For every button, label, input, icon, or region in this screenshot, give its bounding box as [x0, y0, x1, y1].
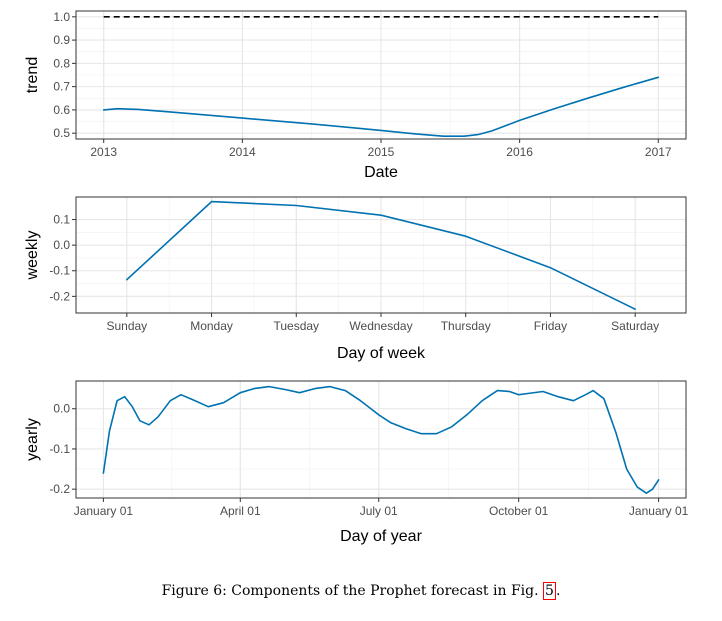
- x-tick-label: Monday: [190, 319, 233, 333]
- gridlines: [76, 381, 686, 498]
- y-tick-label: 1.0: [53, 10, 70, 24]
- prophet-components-figure: 2013 2014 2015 2016 2017 0.5 0.6 0.7 0.8 0.9 1.0Da…: [24, 10, 689, 545]
- y-tick-label: -0.1: [49, 264, 70, 278]
- y-axis-title: weekly: [24, 231, 41, 281]
- x-tick-label: 2016: [506, 145, 533, 159]
- x-tick-label: October 01: [489, 504, 549, 518]
- y-tick-label: 0.6: [53, 103, 70, 117]
- gridlines: [76, 11, 686, 139]
- y-tick-label: 0.0: [53, 238, 70, 252]
- caption-figure-ref-link[interactable]: 5: [543, 582, 556, 600]
- x-tick-label: Friday: [534, 319, 567, 333]
- x-tick-label: July 01: [360, 504, 398, 518]
- figure-caption: Figure 6: Components of the Prophet fore…: [0, 582, 722, 600]
- x-tick-label: Saturday: [611, 319, 659, 333]
- x-tick-label: April 01: [220, 504, 261, 518]
- x-tick-label: 2013: [90, 145, 117, 159]
- caption-end: .: [555, 583, 561, 599]
- y-tick-label: -0.2: [49, 289, 70, 303]
- y-tick-label: 0.9: [53, 33, 70, 47]
- y-tick-label: 0.0: [53, 402, 70, 416]
- y-tick-label: 0.8: [53, 56, 70, 70]
- x-tick-label: 2014: [229, 145, 256, 159]
- x-tick-label: 2017: [645, 145, 672, 159]
- caption-text: Figure 6: Components of the Prophet fore…: [161, 583, 539, 599]
- y-axis-title: yearly: [24, 418, 41, 461]
- series-line: [126, 200, 637, 311]
- y-tick-label: 0.1: [53, 213, 70, 227]
- y-tick-label: -0.1: [49, 442, 70, 456]
- series-line: [102, 385, 660, 495]
- y-tick-label: 0.7: [53, 80, 70, 94]
- x-axis-title: Day of year: [340, 528, 422, 545]
- x-tick-label: Thursday: [441, 319, 491, 333]
- x-tick-label: January 01: [74, 504, 134, 518]
- y-axis-title: trend: [24, 57, 41, 93]
- series-line: [102, 76, 660, 137]
- x-axis-title: Date: [364, 164, 398, 181]
- x-tick-label: Sunday: [106, 319, 147, 333]
- x-axis-title: Day of week: [337, 345, 426, 362]
- y-tick-label: 0.5: [53, 126, 70, 140]
- y-tick-label: -0.2: [49, 482, 70, 496]
- plot-panel: [76, 381, 686, 498]
- panel-border: [75, 380, 687, 499]
- x-tick-label: 2015: [368, 145, 395, 159]
- x-tick-label: January 01: [629, 504, 689, 518]
- x-tick-label: Wednesday: [349, 319, 412, 333]
- x-tick-label: Tuesday: [273, 319, 319, 333]
